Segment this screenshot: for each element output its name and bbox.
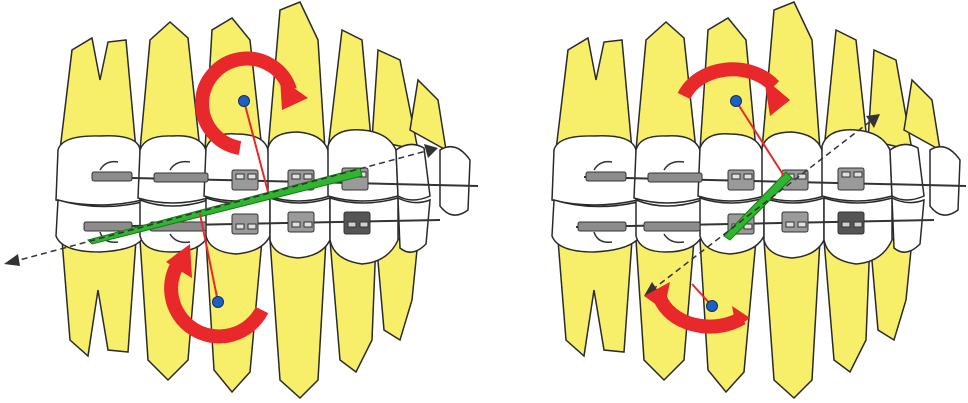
bracket-icon: [288, 212, 314, 232]
bracket-icon: [232, 170, 258, 190]
upper-premolar-tube: [154, 173, 208, 182]
bracket-icon: [838, 212, 864, 234]
bracket-icon: [782, 212, 808, 232]
upper-roots: [60, 2, 446, 150]
resistance-center-dot: [731, 96, 742, 107]
bracket-icon: [838, 168, 864, 190]
upper-molar-crown: [56, 136, 142, 205]
lower-canine-root: [270, 240, 326, 398]
bracket-icon: [728, 170, 754, 190]
upper-premolar-root-1: [140, 22, 200, 150]
upper-premolar-crown-1: [138, 136, 208, 203]
upper-molar-root: [60, 38, 136, 150]
right-panel: [484, 0, 968, 403]
resistance-center-dot: [707, 301, 718, 312]
upper-molar-tube: [92, 172, 132, 181]
upper-incisor-crown-2: [396, 144, 430, 200]
lower-incisor-crown-2: [398, 198, 430, 252]
bracket-icon: [344, 212, 370, 234]
resistance-center-dot: [239, 96, 250, 107]
lower-molar-tube: [84, 222, 132, 231]
right-dental-illustration: [484, 0, 968, 403]
left-panel: [0, 0, 484, 403]
bracket-icon: [232, 214, 258, 234]
upper-incisor-crown-3: [440, 147, 470, 215]
left-dental-illustration: [0, 0, 484, 403]
lower-molar-root: [62, 240, 136, 356]
resistance-center-dot: [213, 297, 224, 308]
